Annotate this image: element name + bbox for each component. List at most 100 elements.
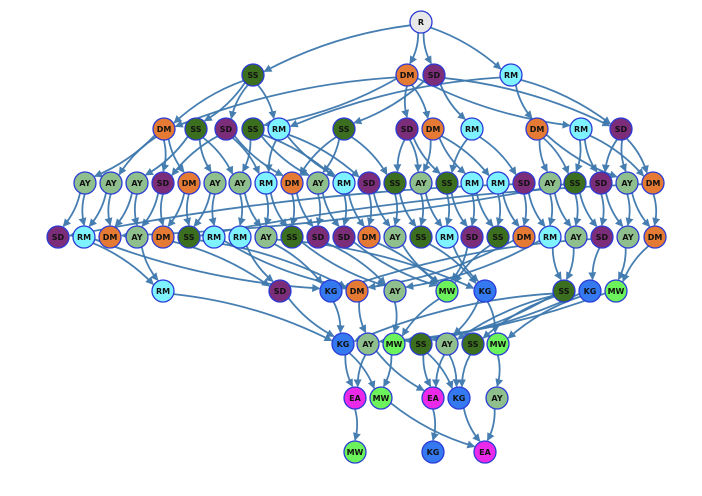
edge-c9-d10 — [290, 193, 298, 226]
node-c12: SD — [357, 171, 381, 195]
node-label: SS — [467, 340, 478, 349]
node-c9: DM — [280, 171, 304, 195]
node-circle — [473, 279, 497, 303]
node-label: RM — [465, 179, 479, 188]
edge-c20-d22 — [579, 192, 598, 228]
node-d5: DM — [151, 225, 175, 249]
node-circle — [422, 63, 446, 87]
node-label: RM — [156, 287, 170, 296]
edge-g1-h1 — [353, 408, 361, 441]
node-label: SD — [312, 233, 325, 242]
edge-f1-g2 — [348, 352, 376, 390]
edge-g2-h3 — [390, 402, 476, 449]
node-d6: SS — [177, 225, 201, 249]
node-label: SS — [247, 125, 258, 134]
node-b4: SS — [241, 117, 265, 141]
edge-c10-d12 — [321, 192, 340, 227]
node-f6: SS — [461, 332, 485, 356]
node-circle — [151, 225, 175, 249]
node-label: AY — [234, 179, 245, 188]
node-circle — [383, 171, 407, 195]
node-circle — [46, 225, 70, 249]
edge-c2-d3 — [104, 193, 113, 226]
edge-c21-d23 — [605, 192, 624, 228]
edge-c22-d23 — [625, 193, 634, 226]
node-label: SD — [428, 71, 441, 80]
node-label: DM — [400, 71, 415, 80]
edge-g3-h2 — [431, 408, 439, 441]
node-d14: AY — [383, 225, 407, 249]
node-c21: SD — [589, 171, 613, 195]
node-d22: SD — [590, 225, 614, 249]
node-circle — [203, 171, 227, 195]
edge-f3-g2 — [383, 354, 393, 388]
edge-b7-c13 — [393, 139, 406, 173]
node-label: DM — [530, 125, 545, 134]
node-circle — [73, 171, 97, 195]
edge-a4-b12 — [520, 78, 612, 125]
node-d4: AY — [125, 225, 149, 249]
node-label: AY — [389, 287, 400, 296]
edge-a2-b8 — [411, 84, 431, 120]
edge-a4-b5 — [289, 76, 501, 128]
node-b9: RM — [460, 117, 484, 141]
node-label: SD — [157, 179, 170, 188]
edge-f2-g3 — [375, 350, 425, 392]
edge-c18-d20 — [527, 192, 546, 227]
node-b7: SD — [395, 117, 419, 141]
node-circle — [435, 225, 459, 249]
edge-b11-c23 — [589, 134, 645, 177]
node-c11: RM — [332, 171, 356, 195]
edge-a1-b2 — [203, 82, 246, 122]
edge-e2-f1 — [287, 297, 335, 338]
node-circle — [152, 117, 176, 141]
node-circle — [228, 171, 252, 195]
node-circle — [343, 440, 367, 464]
edge-c12-d14 — [372, 192, 391, 227]
node-g3: EA — [421, 386, 445, 410]
edge-b6-c13 — [351, 136, 388, 176]
node-d17: SD — [460, 225, 484, 249]
node-circle — [499, 63, 523, 87]
node-label: SS — [286, 233, 297, 242]
node-c4: SD — [151, 171, 175, 195]
node-label: DM — [648, 233, 663, 242]
node-b5: RM — [267, 117, 291, 141]
node-f4: SS — [409, 332, 433, 356]
node-d7: RM — [202, 225, 226, 249]
node-circle — [512, 225, 536, 249]
edge-b12-c21 — [601, 138, 618, 173]
node-e10: MW — [604, 279, 628, 303]
edge-c9-d11 — [295, 192, 314, 227]
edge-c3-d4 — [131, 193, 139, 226]
node-label: DM — [285, 179, 300, 188]
edge-c6-d6 — [193, 192, 212, 227]
node-circle — [409, 10, 433, 34]
edge-c17-d18 — [496, 193, 504, 226]
node-label: DM — [426, 125, 441, 134]
node-c19: AY — [538, 171, 562, 195]
node-label: SS — [338, 125, 349, 134]
node-d23: AY — [616, 225, 640, 249]
node-d19: DM — [512, 225, 536, 249]
edge-d22-e9 — [588, 247, 601, 281]
edge-b2-c3 — [144, 135, 189, 176]
edge-e6-f3 — [401, 298, 440, 337]
node-circle — [435, 332, 459, 356]
edge-a3-b6 — [353, 79, 426, 125]
node-c5: DM — [177, 171, 201, 195]
edge-g4-h3 — [462, 407, 481, 442]
node-circle — [357, 225, 381, 249]
node-label: AY — [131, 179, 142, 188]
node-circle — [357, 171, 381, 195]
edge-b10-c19 — [538, 139, 548, 173]
edge-b5-c12 — [288, 133, 360, 178]
node-label: MW — [373, 394, 390, 403]
edge-f4-g4 — [426, 352, 454, 390]
node-label: RM — [543, 233, 557, 242]
node-d24: DM — [643, 225, 667, 249]
node-circle — [563, 171, 587, 195]
edge-b8-c17 — [441, 135, 490, 177]
node-circle — [383, 279, 407, 303]
node-circle — [421, 117, 445, 141]
